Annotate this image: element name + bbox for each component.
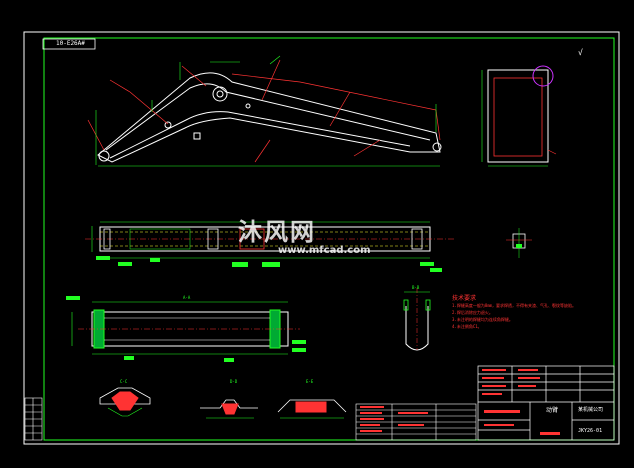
section-label-c: C-C — [120, 379, 128, 384]
pipe-section — [403, 288, 431, 351]
parts-list-cells — [360, 406, 428, 432]
revision-table — [24, 397, 43, 441]
inner-frame — [43, 37, 615, 441]
weld-detail-2 — [200, 399, 258, 419]
frame-tag-box — [42, 38, 96, 50]
section-label-b: B-B — [412, 285, 420, 290]
tech-line-2: 2.焊后消除应力退火。 — [452, 310, 493, 315]
title-block — [477, 365, 615, 441]
tech-line-4: 4.未注倒角C1。 — [452, 324, 482, 329]
section-label-a: A-A — [183, 295, 191, 300]
weld-detail-3 — [277, 399, 347, 419]
frame-tag: 10-E26A# — [56, 40, 85, 47]
pin-detail — [506, 228, 532, 258]
watermark: 沐风网 www.mfcad.com — [238, 212, 371, 256]
title-part-name: 动臂 — [546, 407, 559, 414]
outer-frame — [23, 31, 620, 445]
title-company: 某机械公司 — [578, 407, 604, 413]
weld-detail-1 — [99, 387, 151, 417]
parts-list-table — [355, 403, 477, 441]
section-label-d: D-D — [230, 379, 238, 384]
end-view — [481, 65, 557, 167]
title-drawing-no: JKY26-01 — [578, 428, 603, 434]
plan-view-callouts — [96, 256, 442, 272]
watermark-url: www.mfcad.com — [278, 245, 371, 256]
tech-requirements-title: 技术要求 — [452, 295, 477, 302]
title-block-entries — [482, 369, 560, 435]
lower-section-view — [71, 301, 300, 355]
boom-elevation-view — [97, 72, 442, 163]
elevation-dimensions — [95, 55, 440, 167]
watermark-text: 沐风网 — [238, 218, 316, 246]
tech-line-1: 1.焊缝高度一般为8mm，要求焊透，不得有夹渣、气孔、裂纹等缺陷。 — [452, 303, 577, 308]
roughness-mark: √ — [578, 48, 583, 57]
lower-view-callouts — [66, 296, 306, 362]
elevation-leaders — [87, 59, 441, 163]
tech-line-3: 3.未注明的焊缝均为连续角焊缝。 — [452, 317, 513, 322]
section-label-e: E-E — [306, 379, 314, 384]
